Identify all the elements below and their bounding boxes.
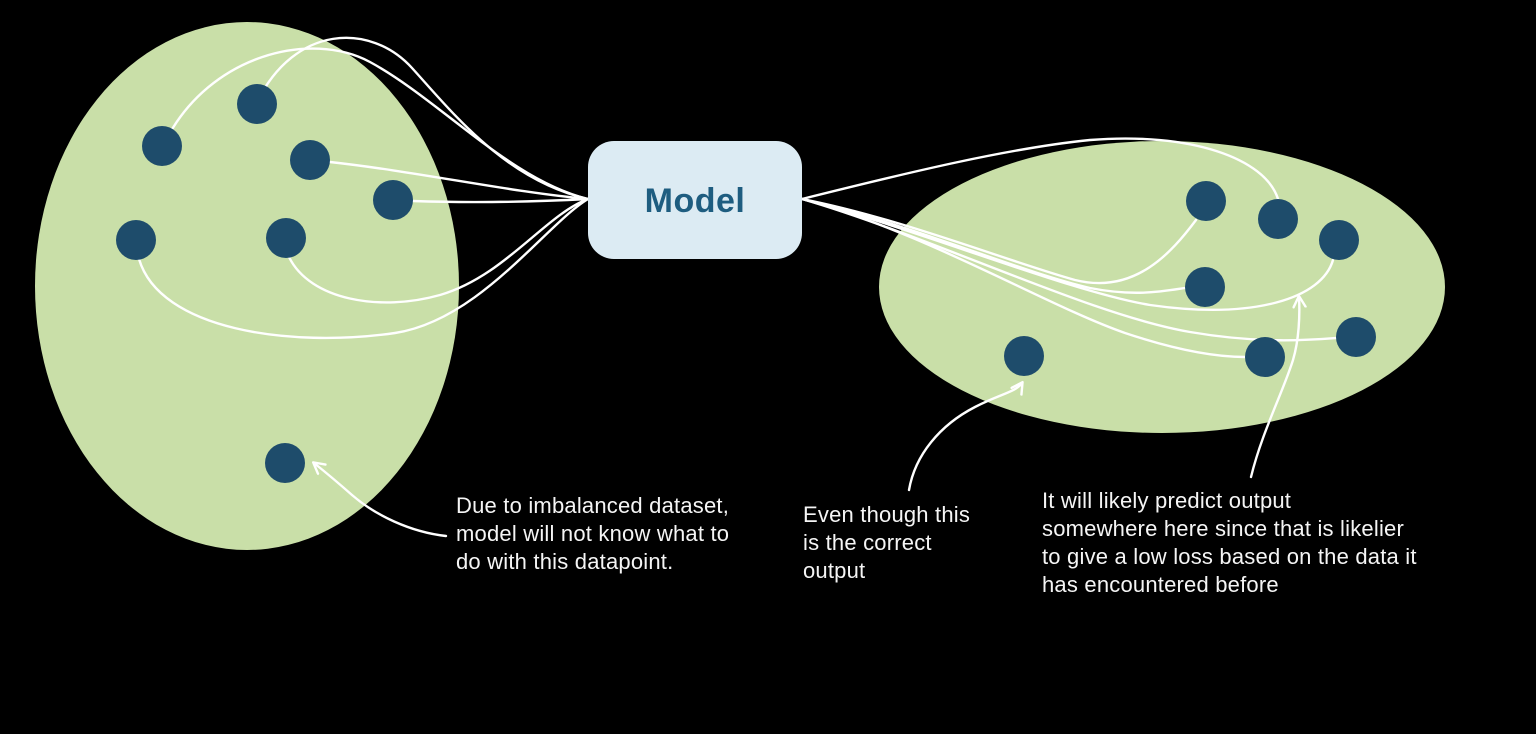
datapoint: [237, 84, 277, 124]
model-label: Model: [645, 182, 746, 220]
annotation-likely-prediction: It will likely predict output somewhere …: [1042, 488, 1417, 597]
input-connection-line: [411, 197, 590, 204]
datapoint: [265, 443, 305, 483]
cluster-ellipses: [35, 22, 1445, 550]
input-cluster-ellipse: [35, 22, 459, 550]
datapoint: [373, 180, 413, 220]
datapoint: [116, 220, 156, 260]
datapoint: [1319, 220, 1359, 260]
output-datapoints: [1004, 181, 1376, 377]
datapoint: [1336, 317, 1376, 357]
annotation-arrow: [1249, 297, 1299, 479]
output-connection-line: [800, 197, 1198, 285]
model-box: Model: [588, 141, 802, 259]
input-connection-line: [287, 197, 590, 304]
datapoint: [1186, 181, 1226, 221]
datapoint: [142, 126, 182, 166]
annotation-arrow: [314, 463, 448, 538]
output-cluster-ellipse: [879, 141, 1445, 433]
output-connection-line: [800, 197, 1335, 311]
input-connection-line: [164, 47, 590, 201]
annotation-correct-output: Even though this is the correct output: [803, 502, 971, 583]
datapoint: [290, 140, 330, 180]
annotation-imbalanced-dataset: Due to imbalanced dataset, model will no…: [456, 493, 730, 574]
datapoint: [1258, 199, 1298, 239]
model-box-rect: [588, 141, 802, 259]
input-connection-line: [137, 197, 590, 340]
input-datapoints: [116, 84, 413, 483]
input-connections: [137, 36, 590, 340]
datapoint: [266, 218, 306, 258]
output-connection-line: [800, 197, 1187, 294]
output-connection-line: [800, 137, 1280, 201]
annotation-arrow: [907, 383, 1022, 492]
output-connection-line: [800, 197, 1338, 342]
output-connections: [800, 137, 1338, 359]
datapoint: [1245, 337, 1285, 377]
datapoint: [1004, 336, 1044, 376]
annotation-arrows: [314, 297, 1299, 538]
input-connection-line: [328, 160, 590, 201]
datapoint: [1185, 267, 1225, 307]
